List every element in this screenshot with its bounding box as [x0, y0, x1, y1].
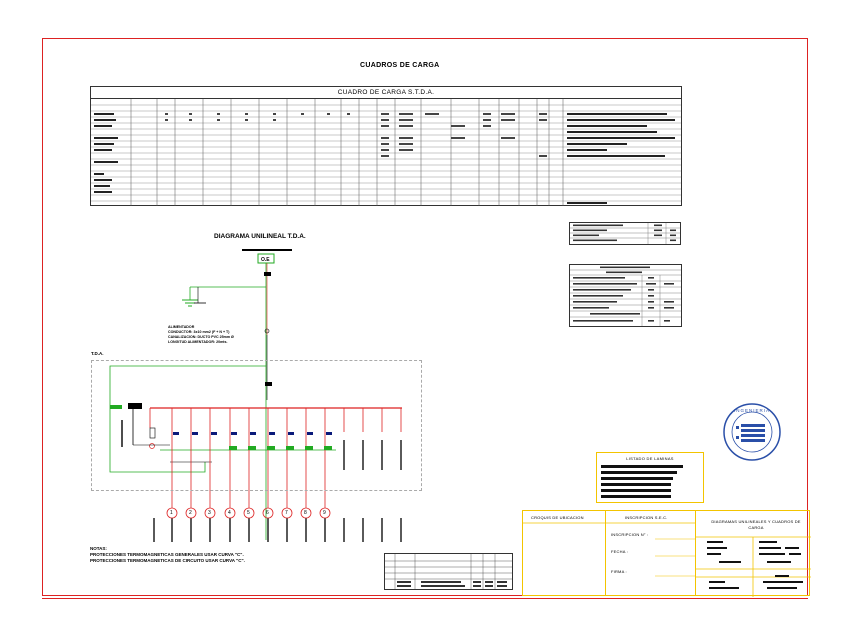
- drawing-title: DIAGRAMAS UNILINEALES Y CUADROS DE CARGA: [711, 519, 801, 530]
- date-label: FECHA :: [611, 549, 628, 554]
- revision-table: [384, 553, 513, 590]
- notes: NOTAS: PROTECCIONES TERMOMAGNETICAS GENE…: [90, 546, 245, 564]
- sheets-list: LISTADO DE LAMINAS: [596, 452, 704, 503]
- feeder-note: ALIMENTADOR CONDUCTOR: 3x10 mm2 (F + N +…: [168, 325, 234, 344]
- load-table-grid: [91, 99, 681, 206]
- frame-bottom-line: [42, 598, 808, 599]
- signature-label: FIRMA :: [611, 569, 627, 574]
- circuit-marker-2: [185, 507, 197, 519]
- board-enclosure: [91, 360, 422, 491]
- circuit-marker-7: [281, 507, 293, 519]
- title-block: CROQUIS DE UBICACION INSCRIPCION S.E.C. …: [522, 510, 811, 597]
- load-table: CUADRO DE CARGA S.T.D.A.: [90, 86, 682, 206]
- calculation-table: [569, 264, 682, 327]
- circuit-number-7: 7: [285, 510, 288, 516]
- circuit-marker-5: [243, 507, 255, 519]
- circuit-number-3: 3: [208, 510, 211, 516]
- circuit-marker-9: [319, 507, 331, 519]
- sheets-list-title: LISTADO DE LAMINAS: [626, 456, 674, 461]
- circuit-number-8: 8: [304, 510, 307, 516]
- circuit-marker-3: [204, 507, 216, 519]
- circuit-marker-8: [300, 507, 312, 519]
- board-label: T.D.A.: [91, 351, 104, 356]
- svg-text:O.E: O.E: [261, 257, 270, 263]
- circuit-number-1: 1: [170, 510, 173, 516]
- circuit-marker-4: [224, 507, 236, 519]
- circuit-marker-6: [262, 507, 274, 519]
- circuit-number-6: 6: [266, 510, 269, 516]
- summary-table: [569, 222, 681, 245]
- stamp-text: INGENIERIA: [734, 408, 770, 413]
- diagram-title: DIAGRAMA UNILINEAL T.D.A.: [214, 233, 306, 240]
- drawing-frame: [42, 38, 808, 596]
- circuit-number-5: 5: [247, 510, 250, 516]
- summary-table-grid: [570, 223, 680, 244]
- circuit-number-9: 9: [323, 510, 326, 516]
- circuit-number-4: 4: [228, 510, 231, 516]
- notes-title: NOTAS:: [90, 546, 107, 551]
- note-line-2: PROTECCIONES TERMOMAGNETICAS DE CIRCUITO…: [90, 558, 245, 563]
- circuit-marker-1: [166, 507, 178, 519]
- location-sketch-label: CROQUIS DE UBICACION: [531, 515, 584, 520]
- note-line-1: PROTECCIONES TERMOMAGNETICAS GENERALES U…: [90, 552, 244, 557]
- sheets-list-entries: [601, 465, 683, 498]
- circuit-number-2: 2: [189, 510, 192, 516]
- revision-table-grid: [385, 554, 512, 589]
- engineering-stamp: INGENIERIA: [723, 403, 781, 461]
- sheet-title: CUADROS DE CARGA: [360, 62, 440, 69]
- title-block-lines: [523, 522, 811, 597]
- circuit-branches: [153, 408, 402, 542]
- registration-label: INSCRIPCION S.E.C.: [625, 515, 668, 520]
- calculation-table-grid: [570, 266, 681, 326]
- registration-number-label: INSCRIPCION N° :: [611, 532, 649, 537]
- load-table-title: CUADRO DE CARGA S.T.D.A.: [91, 87, 681, 99]
